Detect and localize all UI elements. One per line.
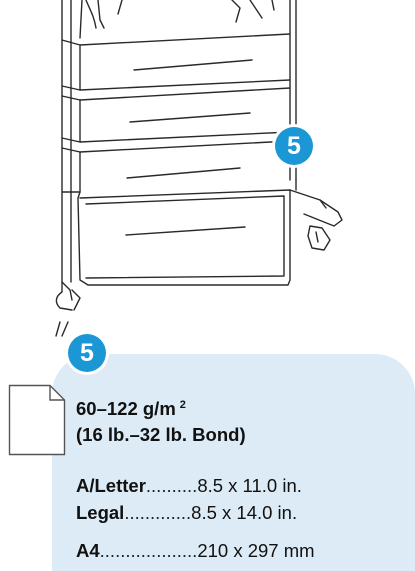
size-value: 210 x 297 mm [197,540,315,561]
printer-drawers-illustration [55,0,343,337]
size-value: 8.5 x 11.0 in. [197,475,302,496]
size-name: A/Letter [76,475,146,496]
leader-dots: .......... [145,475,198,496]
leader-dots: ................... [99,540,198,561]
size-row-legal: Legal.............8.5 x 14.0 in. [76,502,297,524]
size-name: A4 [76,540,100,561]
leader-dots: ............. [124,502,192,523]
size-row-a-letter: A/Letter..........8.5 x 11.0 in. [76,475,302,497]
weight-metric-text: 60–122 g/m [76,398,176,419]
weight-metric-superscript: 2 [179,399,186,411]
section-callout-badge: 5 [68,334,106,372]
paper-weight-imperial: (16 lb.–32 lb. Bond) [76,424,246,445]
drawer-callout-badge: 5 [275,127,313,165]
size-value: 8.5 x 14.0 in. [191,502,298,523]
paper-spec-panel [52,354,415,571]
size-row-a4: A4...................210 x 297 mm [76,540,315,562]
size-name: Legal [76,502,125,523]
paper-sheet-icon [8,384,66,456]
